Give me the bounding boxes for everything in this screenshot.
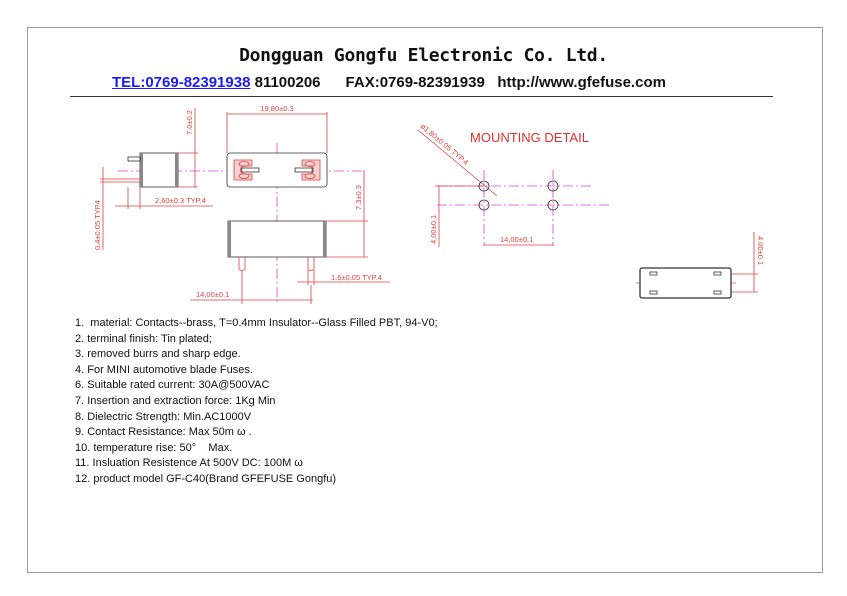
dim-hole-row-spacing: 4,00±0.1 [429, 215, 438, 244]
mounting-detail-title: MOUNTING DETAIL [470, 130, 589, 145]
dim-pin-pitch: 14,00±0.1 [196, 290, 229, 299]
tel-link[interactable]: TEL:0769-82391938 [112, 74, 251, 91]
note-item: 10. temperature rise: 50° Max. [75, 441, 233, 454]
dim-pin-width: 1.6±0.05 TYP.4 [331, 273, 382, 282]
dim-slot-spacing: 4.00±0.1 [756, 236, 765, 265]
tel-extra: 81100206 [250, 74, 321, 91]
note-item: 7. Insertion and extraction force: 1Kg M… [75, 394, 276, 407]
dim-body-height: 7.3±0.3 [354, 185, 363, 210]
dimension-lines [102, 108, 758, 304]
note-item: 1. material: Contacts--brass, T=0.4mm In… [75, 317, 438, 329]
note-item: 3. removed burrs and sharp edge. [75, 348, 241, 361]
notes-list: 1. material: Contacts--brass, T=0.4mm In… [75, 316, 438, 488]
note-item: 12. product model GF-C40(Brand GFEFUSE G… [75, 472, 337, 485]
note-item: 4. For MINI automotive blade Fuses. [75, 363, 253, 376]
side-view [100, 152, 179, 188]
contact-line: TEL:0769-82391938 81100206 FAX:0769-8239… [112, 74, 666, 91]
note-item: 8. Dielectric Strength: Min.AC1000V [75, 410, 252, 423]
note-item: 9. Contact Resistance: Max 50m ω . [75, 426, 252, 439]
mounting-holes [478, 180, 559, 211]
front-view [227, 220, 327, 271]
note-item: 6. Suitable rated current: 30A@500VAC [75, 379, 270, 392]
note-item: 11. Insluation Resistence At 500V DC: 10… [75, 457, 303, 470]
company-title: Dongguan Gongfu Electronic Co. Ltd. [239, 45, 608, 66]
dim-side-height: 7.0±0.2 [185, 110, 194, 135]
website: http://www.gfefuse.com [497, 74, 666, 91]
dim-width: 19,80±0.3 [260, 104, 293, 113]
dim-pin-thickness: 0.4±0.05 TYP4 [93, 200, 102, 250]
note-item: 2. terminal finish: Tin plated; [75, 332, 212, 345]
page-border [27, 27, 823, 573]
dim-hole-pitch: 14,00±0.1 [500, 235, 533, 244]
dim-hole-diameter: ø1,80±0.05 TYP.4 [419, 122, 471, 167]
fax: FAX:0769-82391939 [345, 74, 485, 91]
top-view [226, 152, 328, 188]
dim-pin-spacing-side: 2,60±0.3 TYP.4 [155, 196, 206, 205]
end-view [639, 267, 732, 299]
header-divider [70, 96, 773, 97]
